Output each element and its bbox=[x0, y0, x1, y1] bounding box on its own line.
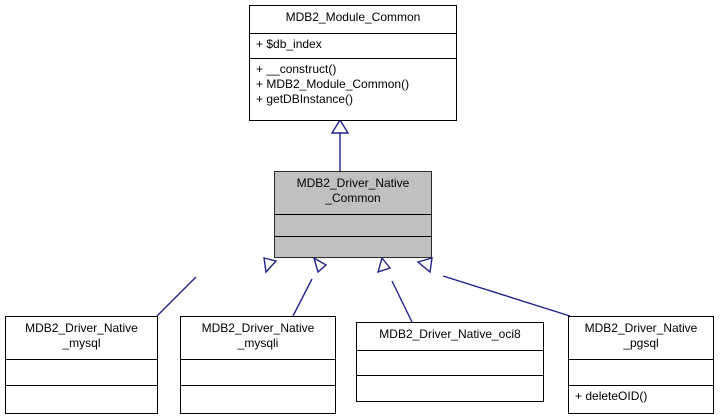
generalization-edge-module-to-native-common bbox=[330, 118, 350, 171]
class-operations bbox=[357, 376, 543, 401]
class-name: MDB2_Driver_Native _pgsql bbox=[569, 317, 713, 360]
class-attributes bbox=[6, 360, 157, 386]
generalization-edge-mysqli-to-native-common bbox=[292, 256, 328, 317]
class-name: MDB2_Module_Common bbox=[250, 6, 456, 34]
inheritance-arrowhead-icon bbox=[416, 257, 433, 274]
inheritance-arrowhead-icon bbox=[376, 256, 392, 274]
class-name: MDB2_Driver_Native_oci8 bbox=[357, 323, 543, 351]
class-attributes bbox=[275, 215, 431, 237]
class-attributes bbox=[181, 360, 335, 386]
edge-line bbox=[391, 280, 413, 323]
class-attributes: + $db_index bbox=[250, 34, 456, 59]
uml-class-mdb2-driver-native-common[interactable]: MDB2_Driver_Native _Common bbox=[274, 171, 432, 258]
class-attributes bbox=[569, 360, 713, 386]
uml-class-mdb2-driver-native-oci8[interactable]: MDB2_Driver_Native_oci8 bbox=[356, 322, 544, 402]
class-name: MDB2_Driver_Native _Common bbox=[275, 172, 431, 215]
class-operations: + deleteOID() bbox=[575, 389, 648, 403]
generalization-edge-pgsql-to-native-common bbox=[416, 257, 571, 317]
uml-class-mdb2-driver-native-pgsql[interactable]: MDB2_Driver_Native _pgsql + deleteOID() bbox=[568, 316, 714, 414]
generalization-edge-mysql-to-native-common bbox=[156, 257, 278, 317]
inheritance-arrowhead-icon bbox=[330, 118, 350, 134]
generalization-edge-oci8-to-native-common bbox=[376, 256, 413, 323]
class-operations bbox=[6, 386, 157, 413]
inheritance-arrowhead-icon bbox=[263, 257, 278, 274]
class-operations bbox=[181, 386, 335, 413]
uml-class-mdb2-module-common[interactable]: MDB2_Module_Common+ $db_index + __constru… bbox=[249, 5, 457, 121]
uml-class-mdb2-driver-native-mysqli[interactable]: MDB2_Driver_Native _mysqli bbox=[180, 316, 336, 414]
class-name: MDB2_Driver_Native _mysql bbox=[6, 317, 157, 360]
class-operations: + __construct() + MDB2_Module_Common() +… bbox=[256, 62, 410, 106]
class-operations bbox=[275, 237, 431, 257]
uml-class-mdb2-driver-native-mysql[interactable]: MDB2_Driver_Native _mysql bbox=[5, 316, 158, 414]
class-attributes bbox=[357, 351, 543, 376]
edge-line bbox=[156, 276, 197, 317]
class-name: MDB2_Driver_Native _mysqli bbox=[181, 317, 335, 360]
inheritance-arrowhead-icon bbox=[312, 256, 328, 274]
edge-line bbox=[442, 275, 571, 317]
edge-line bbox=[292, 278, 313, 317]
